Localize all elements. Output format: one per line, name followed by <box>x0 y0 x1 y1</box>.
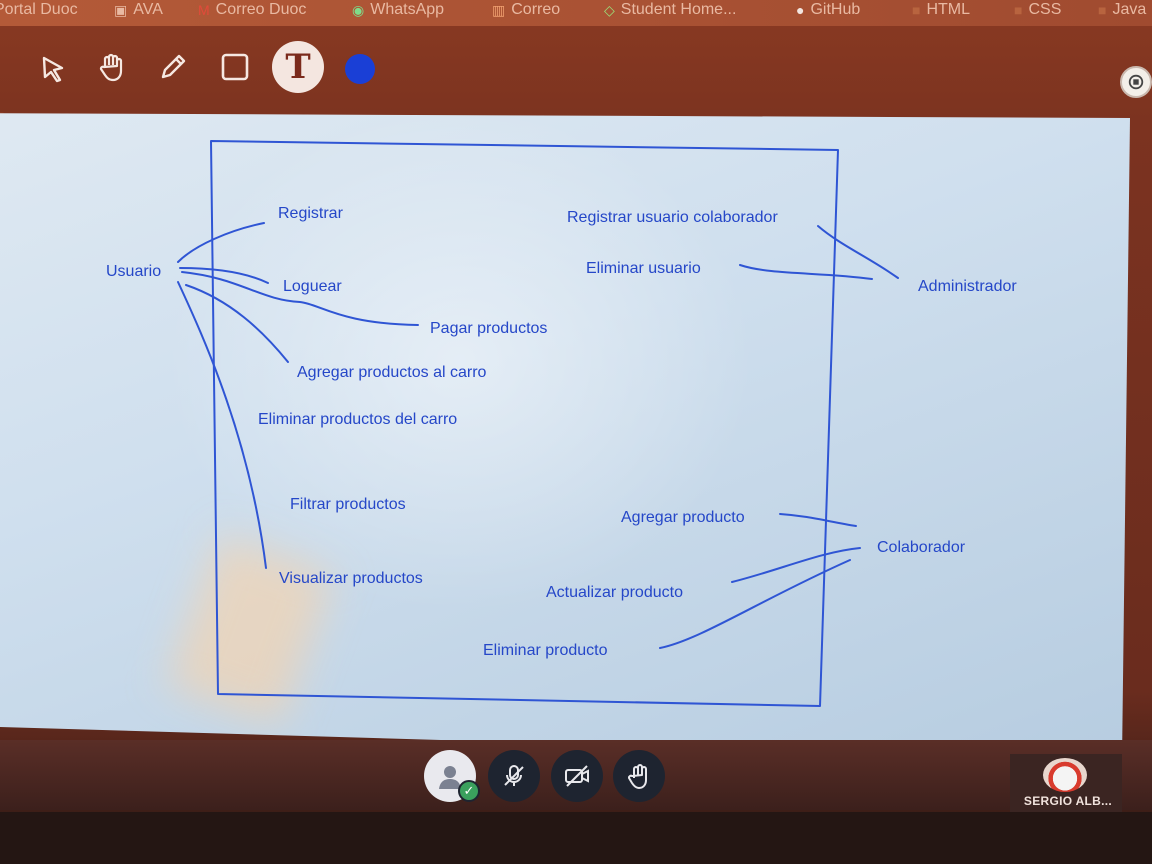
bookmark-label: Java <box>1112 1 1147 18</box>
user-avatar-icon <box>439 766 461 789</box>
use-case-pagar-productos: Pagar productos <box>430 320 548 337</box>
use-case-agregar-producto: Agregar producto <box>621 509 745 526</box>
whiteboard-toolbar: T <box>0 38 1152 100</box>
gmail-icon: M <box>198 2 210 18</box>
options-button[interactable] <box>1120 66 1152 98</box>
use-case-registrar: Registrar <box>278 205 343 222</box>
presenter-name: SERGIO ALB... <box>1023 794 1113 808</box>
actor-colaborador: Colaborador <box>877 539 966 556</box>
bookmark-item[interactable]: ● GitHub <box>796 0 860 22</box>
rectangle-icon <box>221 53 249 81</box>
bookmark-label: HTML <box>926 1 971 18</box>
actor-usuario: Usuario <box>106 263 162 280</box>
monitor-bezel <box>0 812 1152 864</box>
actor-administrador: Administrador <box>918 278 1017 295</box>
use-case-filtrar-productos: Filtrar productos <box>290 496 406 513</box>
use-case-loguear: Loguear <box>283 278 342 295</box>
pencil-tool-button[interactable] <box>150 44 196 90</box>
admin-eliminar-link <box>739 264 873 280</box>
colab-eliminar-link <box>659 559 851 649</box>
use-case-agregar-carro: Agregar productos al carro <box>297 364 487 381</box>
text-tool-icon: T <box>285 47 311 87</box>
use-case-actualizar-producto: Actualizar producto <box>546 584 683 601</box>
bookmark-label: GitHub <box>810 1 861 18</box>
colab-actualizar-link <box>731 547 861 583</box>
student-home-icon: ◇ <box>604 2 615 18</box>
bookmark-item[interactable]: ◉ WhatsApp <box>352 0 444 22</box>
camera-off-icon <box>565 765 589 787</box>
usuario-agregar-link <box>185 284 289 363</box>
hand-icon <box>99 53 123 82</box>
usuario-registrar-link <box>177 222 265 263</box>
usuario-visualizar-link <box>177 281 267 569</box>
bookmark-label: Student Home... <box>620 1 737 18</box>
pencil-icon <box>161 54 186 79</box>
raise-hand-icon <box>628 764 647 789</box>
camera-off-button[interactable] <box>551 750 603 802</box>
use-case-eliminar-usuario: Eliminar usuario <box>586 260 701 277</box>
bookmark-item[interactable]: Portal Duoc <box>0 0 78 22</box>
colab-agregar-link <box>779 513 857 527</box>
folder-icon: ■ <box>1098 2 1107 18</box>
admin-registrar-link <box>817 225 899 279</box>
bookmark-item[interactable]: ▣ AVA <box>114 0 163 22</box>
use-case-eliminar-carro: Eliminar productos del carro <box>258 411 458 428</box>
bookmark-item[interactable]: ■ HTML <box>912 0 970 22</box>
rectangle-tool-button[interactable] <box>212 44 258 90</box>
bookmark-item[interactable]: M Correo Duoc <box>198 0 306 22</box>
bookmark-label: WhatsApp <box>370 1 445 18</box>
office-icon: ▥ <box>492 2 506 18</box>
color-swatch-icon <box>345 54 375 84</box>
bookmark-item[interactable]: ■ Java <box>1098 0 1146 22</box>
mute-mic-button[interactable] <box>488 750 540 802</box>
bookmark-label: Correo <box>511 1 561 18</box>
pan-tool-button[interactable] <box>90 44 136 90</box>
use-case-registrar-colaborador: Registrar usuario colaborador <box>567 209 778 226</box>
bookmark-label: AVA <box>133 1 163 18</box>
bookmark-item[interactable]: ▥ Correo <box>492 0 560 22</box>
raise-hand-button[interactable] <box>613 750 665 802</box>
github-icon: ● <box>796 2 805 18</box>
use-case-visualizar-productos: Visualizar productos <box>279 570 423 587</box>
folder-icon: ■ <box>912 2 921 18</box>
mic-off-icon <box>504 765 524 786</box>
bookmark-label: CSS <box>1028 1 1062 18</box>
system-boundary <box>210 140 839 707</box>
whatsapp-icon: ◉ <box>352 2 365 18</box>
usuario-pagar-link <box>181 271 419 326</box>
options-icon <box>1128 74 1144 90</box>
bookmark-item[interactable]: ■ CSS <box>1014 0 1061 22</box>
whiteboard-canvas[interactable] <box>0 113 1130 760</box>
bookmark-item[interactable]: ◇ Student Home... <box>604 0 736 22</box>
cursor-arrow-icon <box>42 56 64 83</box>
check-icon: ✓ <box>458 780 480 802</box>
use-case-eliminar-producto: Eliminar producto <box>483 642 608 659</box>
presenter-avatar <box>1043 758 1087 792</box>
select-tool-button[interactable] <box>30 46 76 92</box>
color-picker-button[interactable] <box>337 46 383 92</box>
folder-icon: ■ <box>1014 2 1023 18</box>
blackboard-icon: ▣ <box>114 2 128 18</box>
text-tool-button[interactable]: T <box>272 41 324 93</box>
usuario-loguear-link <box>179 267 269 284</box>
bookmark-label: Portal Duoc <box>0 1 78 18</box>
bookmark-label: Correo Duoc <box>215 1 307 18</box>
